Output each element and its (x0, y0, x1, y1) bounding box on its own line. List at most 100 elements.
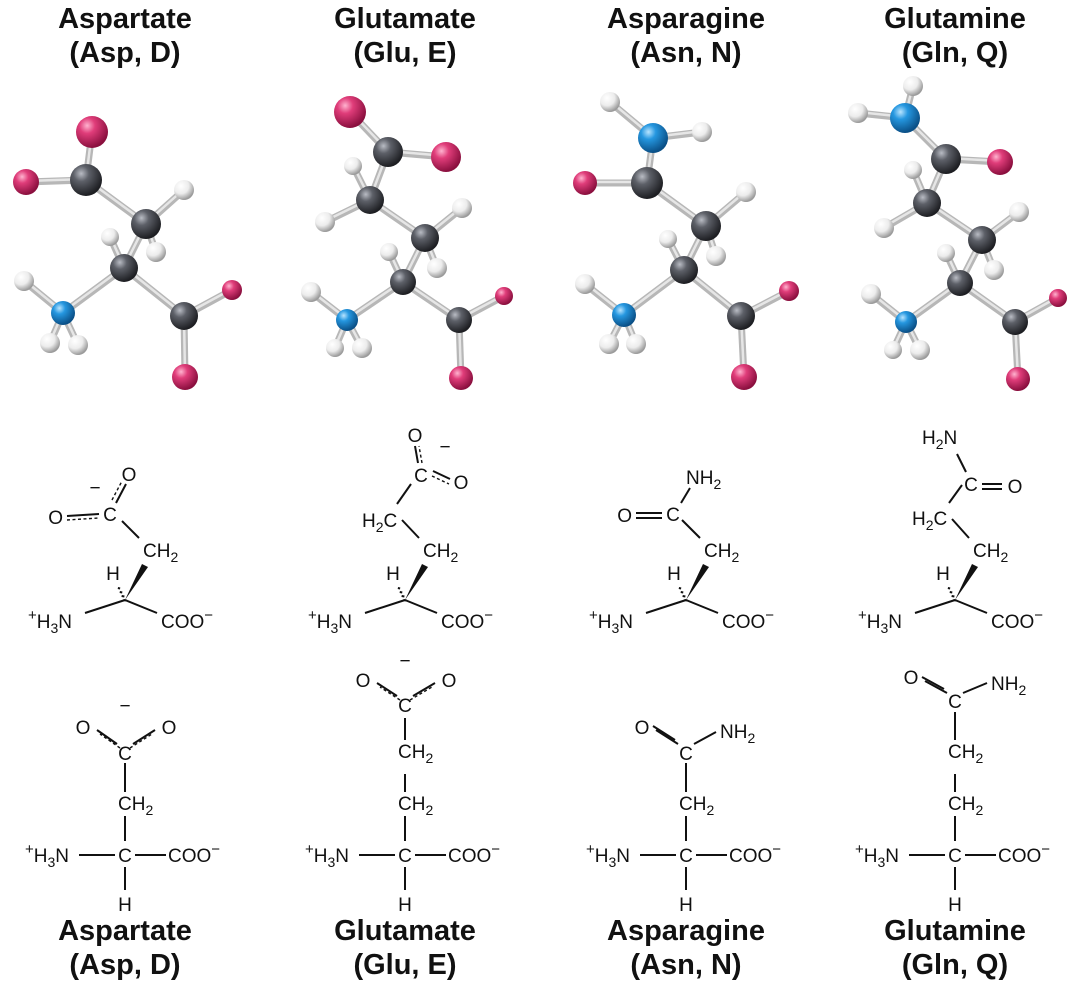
model-glutamine (848, 76, 1067, 391)
hydrogen-atom (706, 246, 726, 266)
alpha-hydrogen-label: H (948, 895, 962, 916)
ammonium-label: +H3N (589, 607, 633, 636)
bond-line (921, 676, 945, 690)
oxygen-atom (573, 171, 597, 195)
carboxylate-label: COO− (991, 607, 1043, 633)
oxygen-atom (13, 169, 39, 195)
hydrogen-atom (874, 218, 894, 238)
nh2-label: NH2 (686, 468, 721, 492)
bond-line (432, 470, 451, 480)
ammonium-label: +H3N (305, 841, 349, 870)
carbon-atom (70, 164, 102, 196)
partial-bond (66, 517, 100, 521)
hydrogen-atom (14, 271, 34, 291)
model-asparagine (573, 92, 799, 390)
oxygen-atom (449, 366, 473, 390)
hydrogen-atom (659, 230, 677, 248)
hash-bond-segment (947, 587, 951, 590)
bond-line (680, 487, 691, 504)
wedge-bond (686, 564, 709, 600)
ch2-label: CH2 (679, 794, 714, 818)
hydrogen-atom (301, 282, 321, 302)
wedge-structures: +H3NHCOO−CH2COO−+H3NHCOO−CH2H2CCOO−+H3NH… (28, 426, 1043, 636)
title-abbr-top-glutamine: (Gln, Q) (902, 37, 1008, 69)
model-bonds (581, 98, 793, 381)
model-aspartate (13, 116, 242, 390)
alpha-carbon-label: C (398, 846, 412, 867)
carbon-atom (411, 224, 439, 252)
hydrogen-atom (903, 76, 923, 96)
bond-line (364, 599, 406, 614)
nh2-label: NH2 (991, 674, 1026, 698)
carbon-label: C (398, 696, 412, 717)
bond-line (412, 682, 436, 697)
oxygen-atom (987, 149, 1013, 175)
hydrogen-atom (326, 339, 344, 357)
ammonium-label: +H3N (858, 607, 902, 636)
carbon-label: C (948, 692, 962, 713)
hydrogen-atom (315, 212, 335, 232)
oxygen-atom (431, 142, 461, 172)
model-atoms (301, 96, 513, 390)
oxygen-label: O (904, 668, 919, 689)
titles: Aspartate(Asp, D)Aspartate(Asp, D)Glutam… (58, 3, 1026, 981)
hash-bond-segment (117, 587, 121, 590)
carboxylate-label: COO− (998, 841, 1050, 867)
model-atoms (848, 76, 1067, 391)
carbon-atom (931, 144, 961, 174)
model-glutamate (301, 96, 513, 390)
bond-line (655, 729, 679, 745)
alpha-carbon-label: C (948, 846, 962, 867)
bond-line (645, 599, 687, 614)
bond-line (962, 682, 988, 694)
model-atoms (13, 116, 242, 390)
bond-line (396, 483, 412, 505)
hydrogen-atom (861, 284, 881, 304)
ch2-label: CH2 (143, 541, 178, 565)
partial-bond (111, 480, 123, 501)
ch2-label: CH2 (118, 794, 153, 818)
alpha-carbon-label: C (118, 846, 132, 867)
carbon-label: C (964, 475, 978, 496)
bond-line (66, 513, 100, 517)
hydrogen-atom (101, 228, 119, 246)
title-name-top-glutamate: Glutamate (334, 3, 476, 35)
oxygen-label: O (162, 718, 177, 739)
bond-line (956, 453, 967, 473)
model-bonds (307, 108, 508, 382)
charge-label: − (439, 437, 450, 458)
oxygen-label: O (356, 671, 371, 692)
bond-line (951, 518, 970, 539)
hydrogen-atom (380, 243, 398, 261)
alpha-hydrogen-label: H (106, 564, 120, 585)
bond-line (693, 731, 717, 745)
bond-line (948, 484, 963, 504)
oxygen-atom (222, 280, 242, 300)
oxygen-atom (1049, 289, 1067, 307)
ammonium-label: +H3N (308, 607, 352, 636)
charge-label: − (89, 478, 100, 499)
partial-bond (99, 733, 121, 749)
bond-line (414, 445, 419, 464)
wedge-bond (125, 564, 148, 600)
title-name-bottom-glutamate: Glutamate (334, 915, 476, 947)
carbon-label: C (118, 744, 132, 765)
ammonium-label: +H3N (586, 841, 630, 870)
carboxylate-label: COO− (448, 841, 500, 867)
oxygen-label: O (76, 718, 91, 739)
ammonium-label: +H3N (25, 841, 69, 870)
title-name-bottom-glutamine: Glutamine (884, 915, 1026, 947)
nitrogen-atom (612, 303, 636, 327)
bond-line (132, 729, 156, 745)
hash-bond-segment (682, 595, 686, 598)
oxygen-label: O (122, 465, 137, 486)
carbon-label: C (666, 505, 680, 526)
title-abbr-bottom-asparagine: (Asn, N) (630, 949, 741, 981)
carbon-atom (390, 269, 416, 295)
carboxylate-label: COO− (161, 607, 213, 633)
hash-bond-segment (680, 591, 684, 594)
nitrogen-atom (895, 311, 917, 333)
carbon-atom (373, 137, 403, 167)
